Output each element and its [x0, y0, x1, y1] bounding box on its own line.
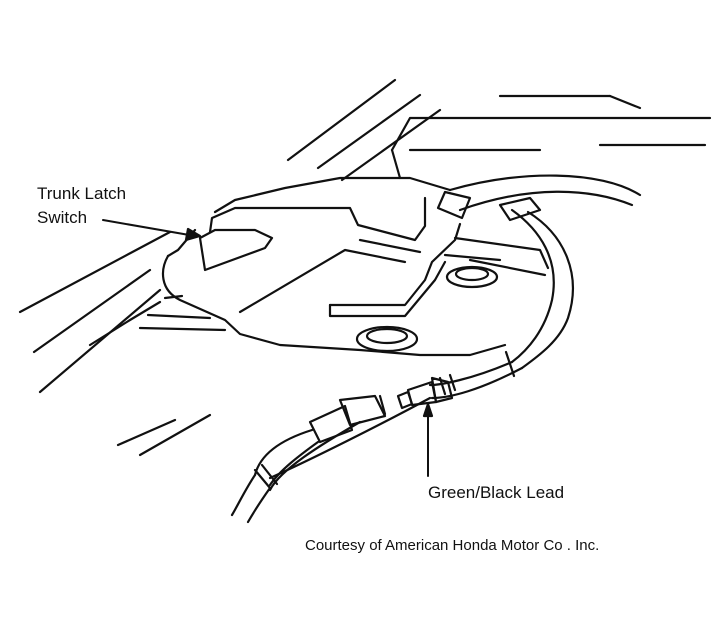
- lower-wires: [230, 396, 432, 524]
- trunk-latch-switch-label-line2: Switch: [37, 208, 88, 227]
- lead-arrowhead: [422, 402, 434, 418]
- leader-lines: [102, 219, 434, 477]
- trunk-latch-leader: [102, 219, 196, 237]
- wire-connector: [308, 376, 454, 444]
- latch-plate: [198, 196, 550, 353]
- trunk-panel: [88, 176, 507, 357]
- credit-line: Courtesy of American Honda Motor Co . In…: [305, 537, 600, 554]
- green-black-lead-label: Green/Black Lead: [428, 483, 565, 502]
- body-panel-lines: [18, 78, 712, 457]
- trunk-latch-switch-label-line1: Trunk Latch: [37, 184, 127, 203]
- trunk-latch-arrowhead: [184, 227, 202, 242]
- wire-harness: [428, 174, 642, 400]
